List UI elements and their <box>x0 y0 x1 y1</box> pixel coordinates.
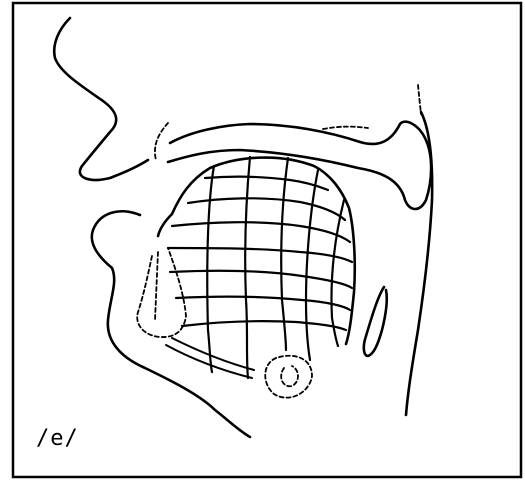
upper-teeth-dashed <box>155 123 168 160</box>
pharynx-back-wall <box>406 112 432 415</box>
vowel-label: /e/ <box>36 428 79 450</box>
nose-upper-lip-outline <box>54 18 148 180</box>
epiglottis <box>364 287 387 356</box>
tongue-outline <box>172 158 355 344</box>
pharynx-wall-upper-dashed <box>418 85 421 114</box>
hyoid-inner-dashed <box>281 366 298 386</box>
tongue-grid-vertical <box>207 157 344 378</box>
tongue-grid-horizontal <box>168 177 352 330</box>
palate-velum-outline <box>168 122 431 209</box>
lower-incisor-dashed <box>137 248 186 337</box>
hyoid-dashed <box>265 356 312 398</box>
lower-lip-outline <box>92 211 250 437</box>
lower-incisor-inner-dashed <box>155 252 158 320</box>
figure-frame <box>13 3 521 477</box>
tongue-tip <box>158 214 172 236</box>
alveolar-ridge-dashed <box>323 127 368 129</box>
